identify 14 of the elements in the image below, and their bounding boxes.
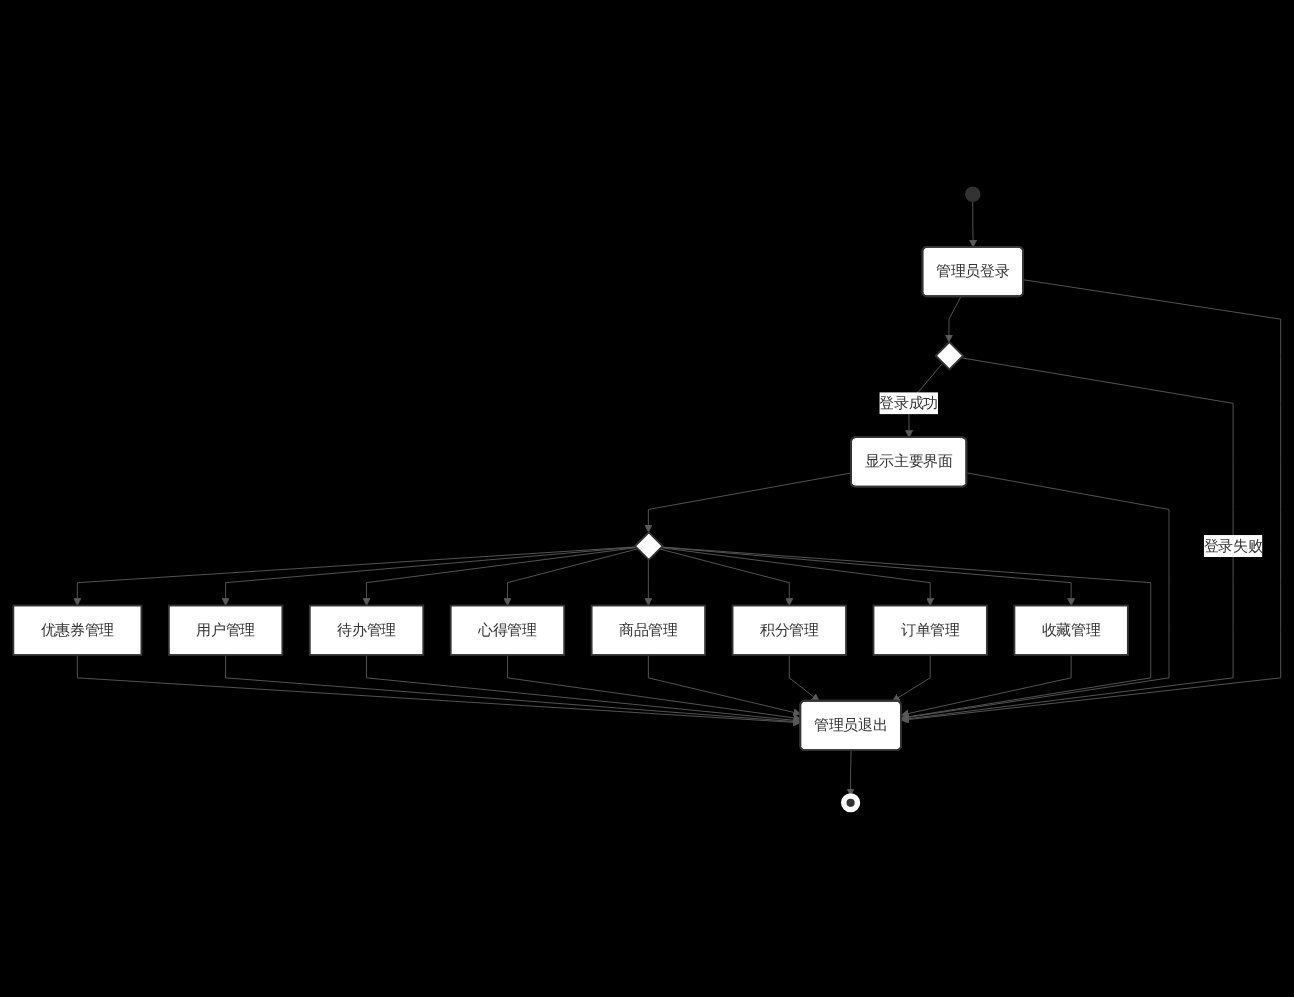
- node-box: 优惠券管理: [12, 604, 143, 656]
- node-box: 积分管理: [731, 604, 847, 656]
- edge-label: 登录失败: [1203, 537, 1263, 554]
- node-circle: [965, 186, 981, 203]
- node-box: 订单管理: [872, 604, 988, 656]
- edge-label: 登录成功: [879, 395, 938, 411]
- node-box: 收藏管理: [1013, 604, 1129, 656]
- node-circle: [841, 793, 861, 813]
- node-diamond: [934, 340, 965, 371]
- node-diamond: [633, 531, 664, 562]
- node-box: 用户管理: [167, 604, 284, 656]
- node-box: 心得管理: [449, 604, 566, 656]
- node-box: 待办管理: [308, 604, 425, 656]
- node-box: 商品管理: [590, 604, 707, 656]
